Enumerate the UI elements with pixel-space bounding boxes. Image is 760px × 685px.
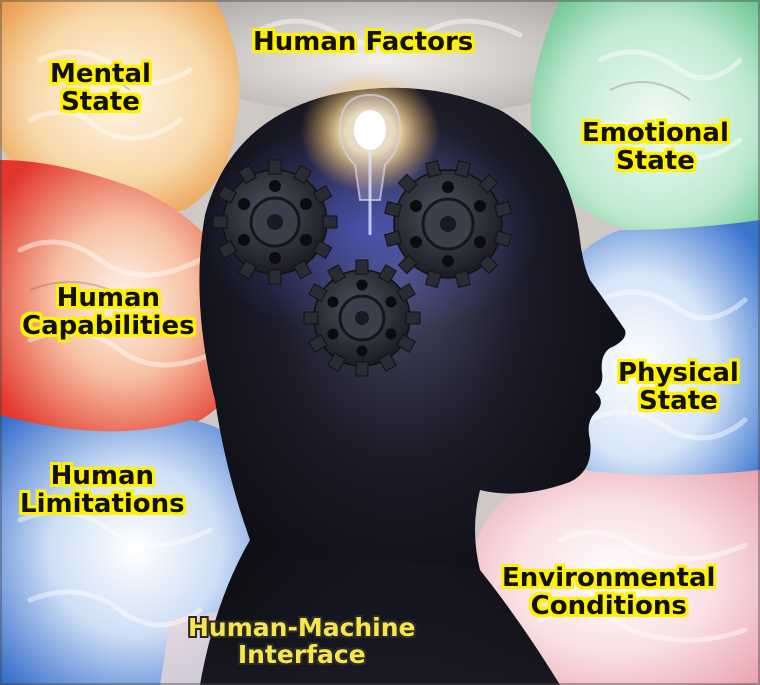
gear-icon-right bbox=[385, 161, 512, 288]
factor-mental-state: Mental State bbox=[50, 60, 151, 116]
environmental-conditions-line-1: Environmental bbox=[502, 564, 715, 592]
human-limitations-line-1: Human bbox=[20, 462, 185, 490]
human-machine-interface-line-1: Human-Machine bbox=[188, 614, 416, 641]
factor-human-limitations: Human Limitations bbox=[20, 462, 185, 518]
factor-environmental-conditions: Environmental Conditions bbox=[502, 564, 715, 620]
factor-emotional-state: Emotional State bbox=[582, 119, 729, 175]
mental-state-line-1: Mental bbox=[50, 60, 151, 88]
human-capabilities-line-2: Capabilities bbox=[22, 312, 195, 340]
human-capabilities-line-1: Human bbox=[22, 284, 195, 312]
emotional-state-line-2: State bbox=[582, 147, 729, 175]
factor-human-machine-interface: Human-Machine Interface bbox=[188, 614, 416, 668]
center-title-text: Human Factors bbox=[253, 28, 473, 56]
physical-state-line-1: Physical bbox=[618, 359, 739, 387]
human-machine-interface-line-2: Interface bbox=[188, 641, 416, 668]
center-title: Human Factors bbox=[253, 28, 473, 56]
factor-human-capabilities: Human Capabilities bbox=[22, 284, 195, 340]
physical-state-line-2: State bbox=[618, 387, 739, 415]
human-limitations-line-2: Limitations bbox=[20, 490, 185, 518]
mental-state-line-2: State bbox=[50, 88, 151, 116]
emotional-state-line-1: Emotional bbox=[582, 119, 729, 147]
factor-physical-state: Physical State bbox=[618, 359, 739, 415]
environmental-conditions-line-2: Conditions bbox=[502, 592, 715, 620]
